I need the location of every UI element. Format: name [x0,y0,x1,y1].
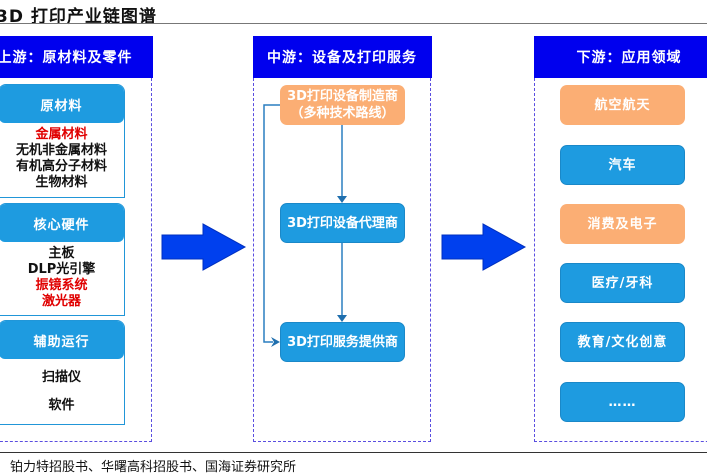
node-label: 3D打印设备代理商 [287,215,398,232]
raw-materials-card: 原材料 金属材料 无机非金属材料 有机高分子材料 生物材料 [0,84,125,198]
application-item: 消费及电子 [560,204,685,244]
card-item: 有机高分子材料 [0,159,124,175]
card-title: 辅助运行 [0,321,124,359]
card-item: 生物材料 [0,175,124,191]
card-item: DLP光引擎 [0,262,124,278]
core-hardware-card: 核心硬件 主板 DLP光引擎 振镜系统 激光器 [0,203,125,316]
card-item: 振镜系统 [0,278,124,294]
application-item: 汽车 [560,145,685,185]
card-item: 激光器 [0,294,124,310]
application-item: 医疗/牙科 [560,263,685,303]
node-label: 3D打印服务提供商 [287,334,398,351]
card-item: 无机非金属材料 [0,143,124,159]
card-item: 扫描仪 [0,370,124,386]
card-item: 主板 [0,246,124,262]
card-title: 核心硬件 [0,204,124,242]
application-item-more: …… [560,382,685,422]
card-items: 扫描仪 软件 [0,359,124,414]
node-sublabel: （多种技术路线） [290,105,394,122]
midstream-panel: 中游：设备及打印服务 [253,78,431,442]
bottom-divider [0,452,707,453]
card-item: 软件 [0,398,124,414]
application-item: 教育/文化创意 [560,322,685,362]
arrow-right-icon [441,223,527,271]
equipment-agent-node: 3D打印设备代理商 [280,203,405,243]
application-item: 航空航天 [560,85,685,125]
upstream-header: 上游：原材料及零件 [0,36,153,78]
auxiliary-card: 辅助运行 扫描仪 软件 [0,320,125,425]
card-item: 金属材料 [0,127,124,143]
service-provider-node: 3D打印服务提供商 [280,322,405,362]
arrow-right-icon [161,223,247,271]
card-items: 主板 DLP光引擎 振镜系统 激光器 [0,242,124,310]
card-title: 原材料 [0,85,124,123]
equipment-manufacturer-node: 3D打印设备制造商 （多种技术路线） [280,85,405,125]
node-label: 3D打印设备制造商 [287,88,398,105]
downstream-header: 下游：应用领域 [534,36,707,78]
source-note: 铂力特招股书、华曙高科招股书、国海证券研究所 [10,456,296,475]
card-items: 金属材料 无机非金属材料 有机高分子材料 生物材料 [0,123,124,191]
midstream-header: 中游：设备及打印服务 [253,36,432,78]
top-divider [0,23,707,24]
